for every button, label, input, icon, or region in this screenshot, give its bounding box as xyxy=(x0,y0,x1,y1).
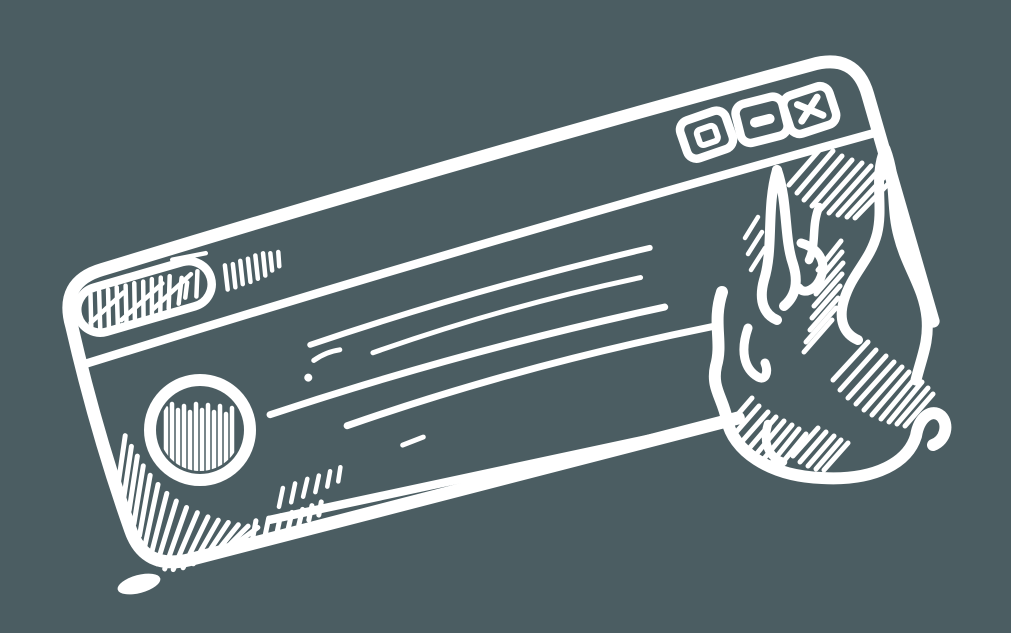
corner-hatch-shading xyxy=(116,433,261,573)
browser-window xyxy=(62,55,940,573)
titlebar-divider xyxy=(79,127,883,369)
maximize-icon xyxy=(693,122,721,149)
close-button[interactable] xyxy=(779,81,841,139)
text-line-sketch xyxy=(370,275,644,356)
flame xyxy=(708,143,952,485)
window-corner-hatch xyxy=(786,143,894,221)
minimize-icon xyxy=(750,113,775,128)
address-pill-outline xyxy=(73,256,216,337)
text-line-sketch xyxy=(343,323,716,430)
maximize-button[interactable] xyxy=(675,106,738,163)
bottom-edge-scribble-ticks xyxy=(249,499,324,546)
close-button-box xyxy=(779,81,841,139)
address-bar[interactable] xyxy=(70,250,219,338)
text-line-sketch xyxy=(265,417,735,525)
avatar-hatch xyxy=(163,401,235,471)
text-line-sketch xyxy=(266,303,669,419)
window-frame-outline xyxy=(62,55,940,569)
flame-center-tongue-left xyxy=(756,165,782,325)
flame-left-hook xyxy=(739,323,772,383)
text-dash-sketch xyxy=(400,434,426,448)
scribbled-circle-icon xyxy=(144,374,256,486)
window-controls xyxy=(675,81,841,163)
flame-hatch-mid xyxy=(801,238,846,355)
text-line-sketch xyxy=(307,244,653,348)
flame-hatch-ticks xyxy=(742,214,768,273)
titlebar-scribble-ticks xyxy=(222,249,282,292)
flame-hatch-right xyxy=(830,339,936,429)
text-dot-sketch xyxy=(304,373,313,382)
avatar-circle xyxy=(144,374,256,486)
fire-icon xyxy=(708,286,952,485)
flame-small-tongue xyxy=(804,202,824,265)
content-scribble-ticks xyxy=(276,464,343,510)
maximize-button-box xyxy=(675,106,738,163)
address-pill-overdraw-stroke xyxy=(170,250,209,262)
flame-hatch-bottom xyxy=(790,425,851,473)
close-icon xyxy=(793,93,827,125)
flame-center-tongue-right xyxy=(772,165,801,311)
address-pill-hatch xyxy=(88,268,200,336)
text-line-sketches xyxy=(265,244,735,525)
ink-blot xyxy=(117,573,161,595)
flame-right-tongue-outer xyxy=(879,143,933,386)
flame-hatch-left xyxy=(723,395,809,471)
flame-right-tongue-inner xyxy=(836,144,890,345)
text-dash-sketch xyxy=(311,347,343,363)
